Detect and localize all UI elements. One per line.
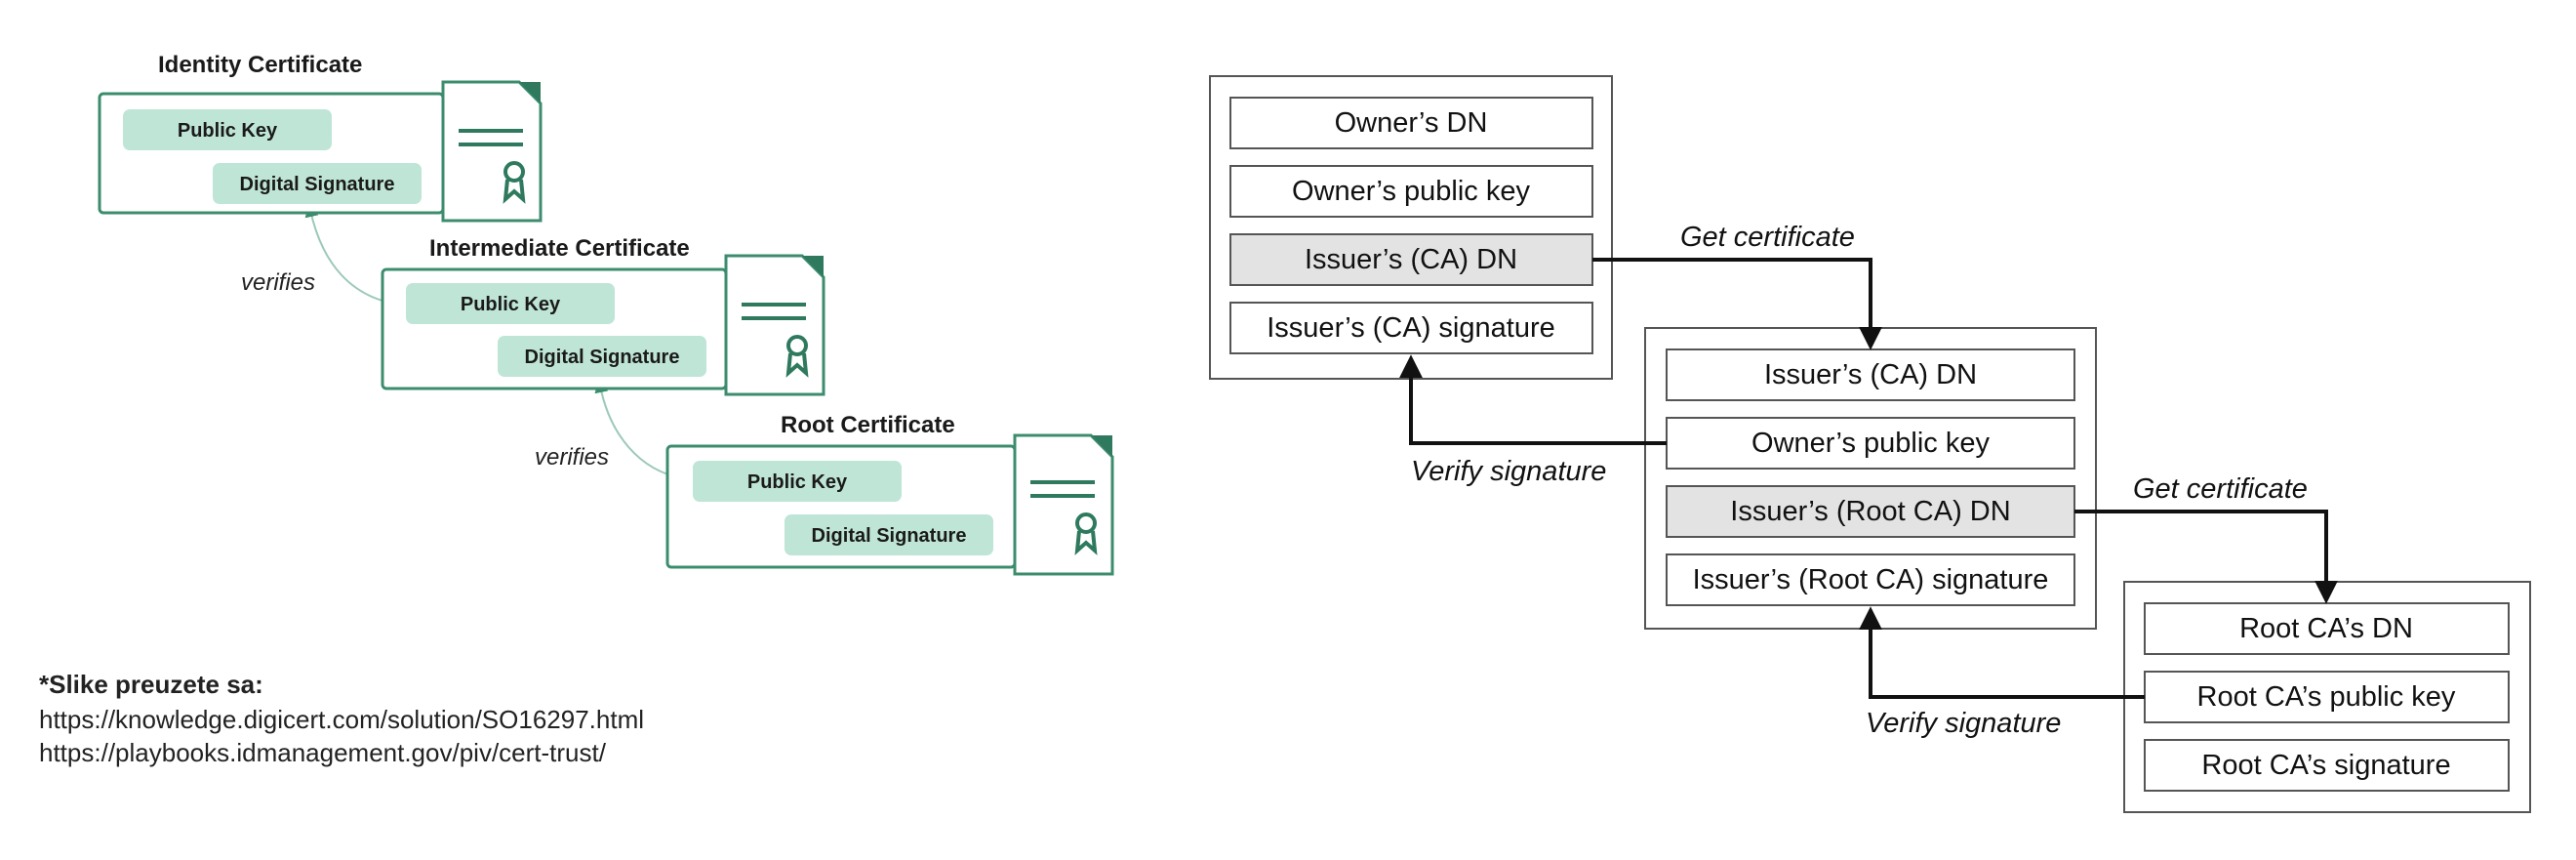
certificate-document-icon [1013, 433, 1114, 576]
public-key-pill [693, 461, 902, 502]
verify-signature-label-2: Verify signature [1866, 708, 2061, 739]
intermediate-certificate: Intermediate Certificate Public Key Digi… [381, 235, 825, 396]
owner-public-key-field [1229, 165, 1593, 218]
root-issuer-signature-text: Issuer’s (Root CA) signature [1693, 564, 2049, 595]
issuer-signature-text: Issuer’s (CA) signature [1267, 312, 1554, 344]
root-certificate: Root Certificate Public Key Digital Sign… [665, 412, 1114, 576]
root-issuer-dn-field [1666, 485, 2075, 538]
digital-signature-pill [498, 336, 706, 377]
verify-signature-arrow-2 [1859, 606, 2145, 699]
root-ca-signature-field [2144, 739, 2510, 792]
right-chain-diagram: Owner’s DN Owner’s public key Issuer’s (… [1209, 75, 2531, 813]
root-certificate-title: Root Certificate [781, 412, 955, 438]
intermediate-certificate-title: Intermediate Certificate [429, 235, 690, 262]
source-link-digicert[interactable]: https://knowledge.digicert.com/solution/… [39, 705, 645, 734]
ca-certificate: Issuer’s (CA) DN Owner’s public key Issu… [1644, 327, 2097, 630]
public-key-label: Public Key [178, 120, 278, 142]
root-ca-public-key-field [2144, 671, 2510, 723]
get-certificate-label-1: Get certificate [1680, 222, 1855, 253]
source-link-idmanagement[interactable]: https://playbooks.idmanagement.gov/piv/c… [39, 738, 606, 767]
sources-heading: *Slike preuzete sa: [39, 670, 263, 699]
digital-signature-label: Digital Signature [240, 174, 395, 195]
ca-public-key-text: Owner’s public key [1751, 428, 1990, 459]
owner-certificate: Owner’s DN Owner’s public key Issuer’s (… [1209, 75, 1613, 380]
root-ca-certificate: Root CA’s DN Root CA’s public key Root C… [2123, 581, 2531, 813]
digital-signature-pill [213, 163, 422, 204]
digital-signature-label: Digital Signature [812, 525, 967, 547]
certificate-document-icon [724, 254, 825, 396]
root-ca-signature-text: Root CA’s signature [2201, 750, 2450, 781]
digital-signature-pill [785, 514, 993, 555]
root-ca-public-key-text: Root CA’s public key [2197, 681, 2456, 713]
left-chain-diagram: verifies verifies Identity Certificate P… [98, 52, 1114, 576]
public-key-label: Public Key [461, 294, 561, 315]
digital-signature-label: Digital Signature [525, 347, 680, 368]
certificate-document-icon [441, 80, 543, 223]
issuer-signature-field [1229, 302, 1593, 354]
owner-dn-text: Owner’s DN [1335, 107, 1488, 139]
owner-dn-field [1229, 97, 1593, 149]
ca-issuer-dn-text: Issuer’s (CA) DN [1764, 359, 1977, 390]
issuer-dn-text: Issuer’s (CA) DN [1305, 244, 1517, 275]
identity-certificate: Identity Certificate Public Key Digital … [98, 52, 543, 223]
root-ca-dn-field [2144, 602, 2510, 655]
identity-certificate-title: Identity Certificate [158, 52, 362, 78]
ca-issuer-dn-field [1666, 348, 2075, 401]
public-key-label: Public Key [747, 471, 848, 493]
verifies-label-1: verifies [241, 269, 315, 296]
verifies-label-2: verifies [535, 444, 609, 471]
verify-signature-label-1: Verify signature [1411, 456, 1606, 487]
get-certificate-label-2: Get certificate [2133, 473, 2308, 505]
public-key-pill [123, 109, 332, 150]
root-issuer-dn-text: Issuer’s (Root CA) DN [1730, 496, 2010, 527]
owner-public-key-text: Owner’s public key [1292, 176, 1530, 207]
get-certificate-arrow-1 [1592, 258, 1882, 350]
verify-signature-arrow-1 [1399, 354, 1667, 445]
get-certificate-arrow-2 [2074, 510, 2338, 604]
root-issuer-signature-field [1666, 553, 2075, 606]
public-key-pill [406, 283, 615, 324]
root-ca-dn-text: Root CA’s DN [2239, 613, 2413, 644]
